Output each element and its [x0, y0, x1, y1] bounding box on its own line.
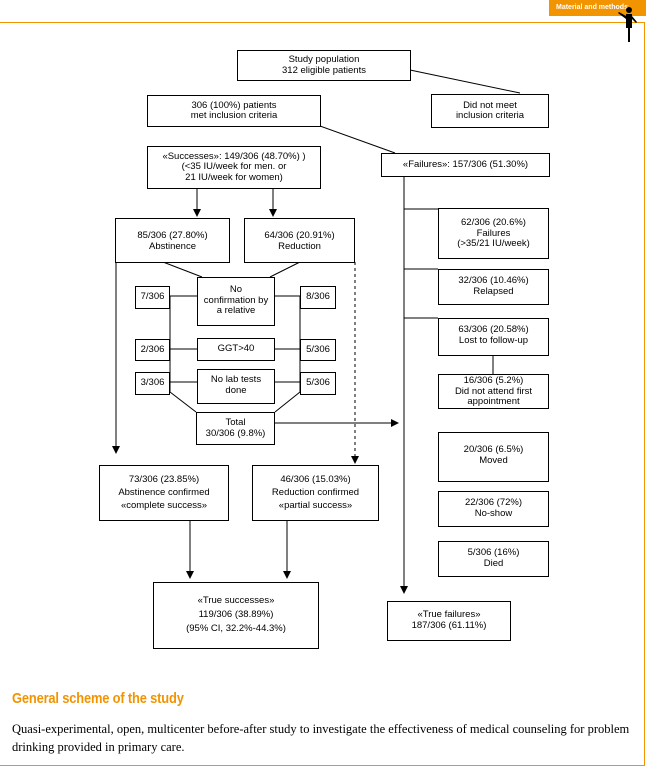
moved-box: 20/306 (6.5%) Moved: [438, 432, 549, 482]
left-count-2: 2/306: [135, 339, 170, 361]
right-count-5a: 5/306: [300, 339, 336, 361]
no-show-box: 22/306 (72%) No-show: [438, 491, 549, 527]
true-successes-box: «True successes» 119/306 (38.89%) (95% C…: [153, 582, 319, 649]
presenter-figure-icon: [618, 7, 637, 42]
section-tab: Material and methods: [549, 0, 646, 16]
caption-description: Quasi-experimental, open, multicenter be…: [12, 722, 630, 754]
figure-frame: [0, 22, 645, 766]
did-not-attend-box: 16/306 (5.2%) Did not attend first appoi…: [438, 374, 549, 409]
ggt-box: GGT>40: [197, 338, 275, 361]
right-count-8: 8/306: [300, 286, 336, 309]
lost-follow-up-box: 63/306 (20.58%) Lost to follow-up: [438, 318, 549, 356]
relapsed-box: 32/306 (10.46%) Relapsed: [438, 269, 549, 305]
met-criteria-box: 306 (100%) patients met inclusion criter…: [147, 95, 321, 127]
failures-detail-box: 62/306 (20.6%) Failures (>35/21 IU/week): [438, 208, 549, 259]
right-count-5b: 5/306: [300, 372, 336, 395]
left-count-3: 3/306: [135, 372, 170, 395]
study-population-box: Study population 312 eligible patients: [237, 50, 411, 81]
no-lab-tests-box: No lab tests done: [197, 369, 275, 404]
true-failures-box: «True failures» 187/306 (61.11%): [387, 601, 511, 641]
did-not-meet-box: Did not meet inclusion criteria: [431, 94, 549, 128]
total-box: Total 30/306 (9.8%): [196, 412, 275, 445]
no-confirmation-box: No confirmation by a relative: [197, 277, 275, 326]
reduction-box: 64/306 (20.91%) Reduction: [244, 218, 355, 263]
caption-title: General scheme of the study: [12, 690, 184, 707]
successes-box: «Successes»: 149/306 (48.70%) ) (<35 IU/…: [147, 146, 321, 189]
died-box: 5/306 (16%) Died: [438, 541, 549, 577]
abstinence-confirmed-box: 73/306 (23.85%) Abstinence confirmed «co…: [99, 465, 229, 521]
reduction-confirmed-box: 46/306 (15.03%) Reduction confirmed «par…: [252, 465, 379, 521]
left-count-7: 7/306: [135, 286, 170, 309]
failures-box: «Failures»: 157/306 (51.30%): [381, 153, 550, 177]
abstinence-box: 85/306 (27.80%) Abstinence: [115, 218, 230, 263]
